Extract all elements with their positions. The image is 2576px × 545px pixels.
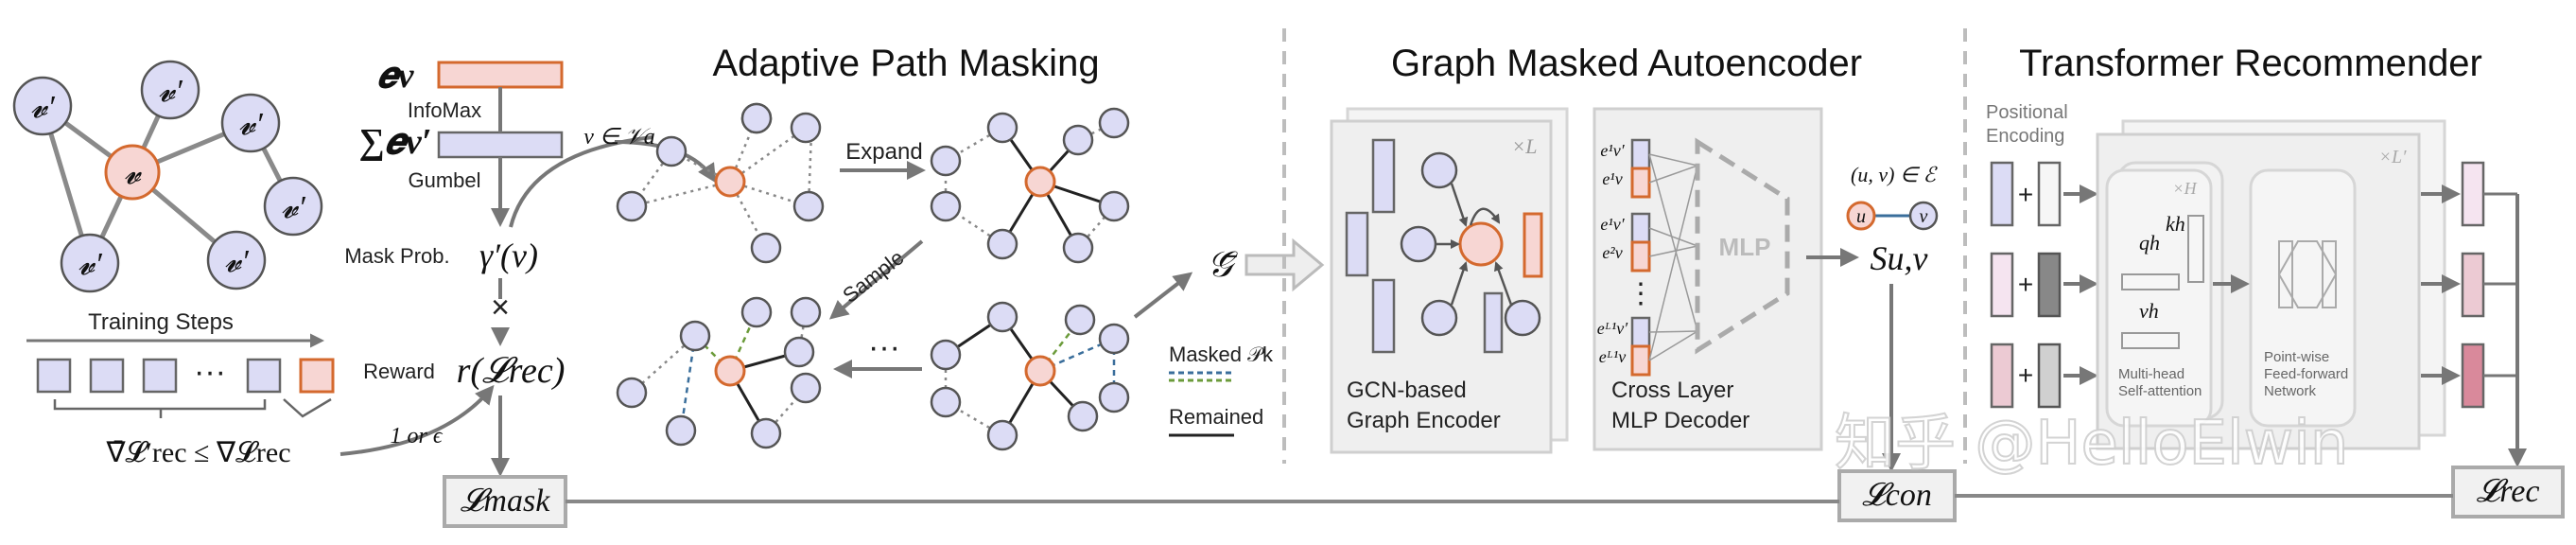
gumbel-label: Gumbel xyxy=(408,168,480,192)
score-label: Su,v xyxy=(1871,239,1928,277)
heads-label: ×H xyxy=(2172,179,2197,198)
mhsa-line2: Self-attention xyxy=(2118,383,2202,399)
reward-fn: r(𝓛rec) xyxy=(457,351,566,391)
u-label: u xyxy=(1856,206,1866,227)
score-block: (u, v) ∈ ℰ u v Su,v 𝓛con xyxy=(1806,163,1957,522)
graph-node xyxy=(12,76,73,136)
mask-prob-label: Mask Prob. xyxy=(344,244,449,268)
apm-dots-label: ··· xyxy=(868,329,900,365)
node-label: 𝓿′ xyxy=(281,190,305,225)
node-label: 𝓿′ xyxy=(30,90,55,125)
reward-label: Reward xyxy=(363,360,435,383)
e-label: e¹v xyxy=(1602,169,1622,188)
one-or-epsilon: 1 or ϵ xyxy=(390,424,443,448)
node-label: 𝓿′ xyxy=(78,247,102,282)
infomax-label: InfoMax xyxy=(408,98,481,122)
node-label: 𝓿′ xyxy=(238,107,263,142)
vh-label: vh xyxy=(2139,299,2159,323)
apm-output: 𝒢̄ Masked 𝒫k Remained xyxy=(1133,237,1325,437)
watermark-text: 知乎 @HelloElwin xyxy=(1835,409,2348,479)
v-label: v xyxy=(1920,206,1928,227)
graph-node xyxy=(220,93,281,153)
uv-edge-label: (u, v) ∈ ℰ xyxy=(1851,163,1939,186)
apm-expand-arrow: Expand xyxy=(840,139,926,180)
e-label: e²v xyxy=(1602,243,1622,262)
pos-enc-line1: Positional xyxy=(1986,102,2068,123)
ev-label: 𝒆v xyxy=(376,56,414,96)
masked-legend: Masked 𝒫k xyxy=(1169,343,1274,366)
ffn-line1: Point-wise xyxy=(2264,349,2329,365)
graph-node xyxy=(140,60,200,120)
loss-mask: 𝓛mask xyxy=(461,483,551,519)
mlp-trapezoid xyxy=(1695,137,1790,355)
loss-mask-box xyxy=(443,475,567,528)
apm-graph-2 xyxy=(930,107,1130,264)
training-steps-label: Training Steps xyxy=(88,309,234,335)
node-label: 𝓿′ xyxy=(158,74,183,109)
encoder-line2: Graph Encoder xyxy=(1347,408,1501,433)
e-label: e¹v′ xyxy=(1600,215,1625,234)
decoder-line2: MLP Decoder xyxy=(1611,408,1749,433)
mlp-label: MLP xyxy=(1719,233,1771,261)
apm-graph-4 xyxy=(930,301,1130,451)
plus-sign: + xyxy=(2018,180,2033,209)
mask-probability: 𝒆v InfoMax ∑𝒆v′ Gumbel Mask Prob. γ′(v) … xyxy=(344,56,717,528)
center-node xyxy=(104,144,161,201)
kh-label: kh xyxy=(2166,212,2185,236)
encoder-line1: GCN-based xyxy=(1347,378,1467,403)
gcn-encoder: ×L GCN-based Graph Encoder xyxy=(1330,107,1569,454)
sum-ev-vector xyxy=(437,131,564,159)
g-bar-label: 𝒢̄ xyxy=(1207,245,1238,285)
plus-sign: + xyxy=(2018,270,2033,299)
times-sign: × xyxy=(491,290,510,325)
gamma-label: γ′(v) xyxy=(479,237,538,274)
gcn-layers: ×L xyxy=(1511,134,1537,158)
graph-node xyxy=(206,230,267,290)
pos-enc-line2: Encoding xyxy=(1986,126,2064,147)
mhsa-line1: Multi-head xyxy=(2118,366,2184,382)
loss-con-box xyxy=(1837,469,1957,522)
training-dots: ··· xyxy=(194,354,226,390)
ffn-line3: Network xyxy=(2264,383,2317,399)
center-node-label: 𝓿 xyxy=(124,156,143,191)
mlp-decoder: ⋮ e¹v′ e¹v e¹v′ e²v eᴸ¹v′ eᴸ¹v MLP Cross… xyxy=(1593,107,1823,451)
left-graph: 𝓿′ 𝓿′ 𝓿′ 𝓿′ 𝓿′ 𝓿′ 𝓿 xyxy=(12,60,323,293)
tr-layers: ×L′ xyxy=(2379,147,2408,167)
loss-rec: 𝓛rec xyxy=(2477,474,2540,509)
e-label: eᴸ¹v xyxy=(1599,347,1627,366)
apm-graph-1 xyxy=(616,102,825,264)
qh-label: qh xyxy=(2139,231,2160,255)
gma-title: Graph Masked Autoencoder xyxy=(1391,43,1862,84)
v-in-va: v ∈ 𝒱a xyxy=(583,125,655,149)
tr-title: Transformer Recommender xyxy=(2019,43,2482,84)
gradient-inequality: ∇̄𝓛′rec ≤ ∇𝓛rec xyxy=(105,437,290,468)
decoder-line1: Cross Layer xyxy=(1611,378,1733,403)
remained-legend: Remained xyxy=(1169,405,1263,429)
plus-sign: + xyxy=(2018,360,2033,390)
transformer-block: Positional Encoding + + + ×L′ ×H qh kh v… xyxy=(1986,102,2565,519)
loss-rec-box xyxy=(2451,466,2565,519)
training-steps: Training Steps ··· ∇̄𝓛′rec ≤ ∇𝓛rec 1 or … xyxy=(26,309,495,468)
e-label: eᴸ¹v′ xyxy=(1597,319,1629,338)
node-label: 𝓿′ xyxy=(224,244,249,279)
ev-vector xyxy=(437,61,564,89)
apm-dots: ··· xyxy=(833,329,922,378)
apm-graph-3 xyxy=(616,296,822,449)
loss-con: 𝓛con xyxy=(1862,478,1932,513)
apm-title: Adaptive Path Masking xyxy=(712,43,1099,84)
graph-node xyxy=(263,176,323,237)
sample-label: Sample xyxy=(838,245,908,308)
e-label: e¹v′ xyxy=(1600,141,1625,160)
apm-sample-arrow: Sample xyxy=(828,239,924,320)
expand-label: Expand xyxy=(845,139,922,165)
graph-node xyxy=(60,233,120,293)
ffn-line2: Feed-forward xyxy=(2264,366,2348,382)
decoder-dots: ⋮ xyxy=(1627,278,1655,309)
sum-ev-label: ∑𝒆v′ xyxy=(359,122,432,162)
